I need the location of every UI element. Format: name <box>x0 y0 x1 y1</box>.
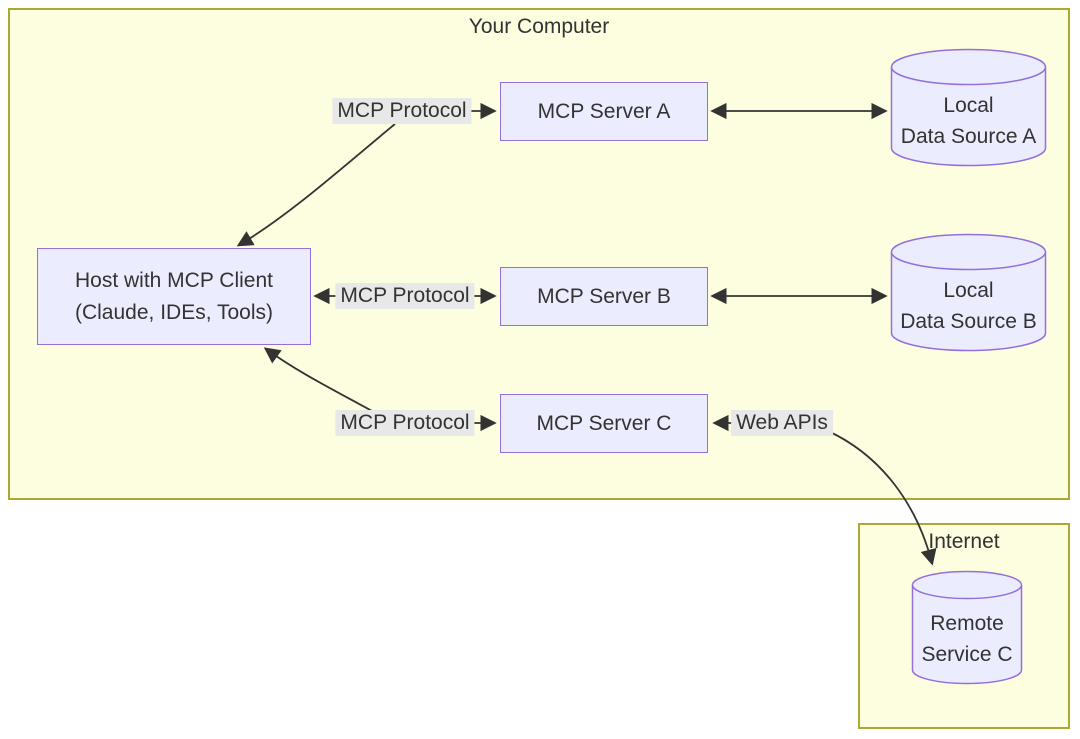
data-source-a-line2: Data Source A <box>900 125 1037 148</box>
node-mcp-server-c: MCP Server C <box>500 394 708 453</box>
edge-label-mcp-protocol-c: MCP Protocol <box>335 410 475 436</box>
data-source-b-line2: Data Source B <box>900 310 1037 333</box>
remote-service-c-line1: Remote <box>930 612 1004 635</box>
node-mcp-server-c-label: MCP Server C <box>536 411 672 435</box>
cylinder-shape <box>890 48 1047 167</box>
node-local-data-source-b: Local Data Source B <box>890 233 1047 353</box>
node-local-data-source-a: Local Data Source A <box>890 48 1047 168</box>
node-local-data-source-b-label: Local Data Source B <box>890 233 1047 353</box>
node-host-label-line1: Host with MCP Client <box>74 268 273 292</box>
node-mcp-server-a-label: MCP Server A <box>537 99 671 123</box>
edge-label-web-apis: Web APIs <box>731 410 833 436</box>
node-remote-service-c: Remote Service C <box>911 570 1023 688</box>
cluster-internet-label: Internet <box>928 530 1000 553</box>
node-remote-service-c-label: Remote Service C <box>911 570 1023 688</box>
data-source-a-line1: Local <box>943 94 994 117</box>
node-mcp-server-b-label: MCP Server B <box>537 284 671 308</box>
data-source-b-line1: Local <box>943 279 994 302</box>
cluster-your-computer-label: Your Computer <box>468 15 610 38</box>
node-mcp-server-b: MCP Server B <box>500 267 708 326</box>
node-mcp-server-a: MCP Server A <box>500 82 708 141</box>
remote-service-c-line2: Service C <box>921 643 1013 666</box>
edge-label-mcp-protocol-b: MCP Protocol <box>335 283 475 309</box>
cylinder-shape <box>911 570 1023 685</box>
cylinder-shape <box>890 233 1047 352</box>
node-host-label-line2: (Claude, IDEs, Tools) <box>74 300 274 324</box>
edge-label-mcp-protocol-a: MCP Protocol <box>332 98 472 124</box>
node-local-data-source-a-label: Local Data Source A <box>890 48 1047 168</box>
node-host: Host with MCP Client (Claude, IDEs, Tool… <box>37 248 311 345</box>
